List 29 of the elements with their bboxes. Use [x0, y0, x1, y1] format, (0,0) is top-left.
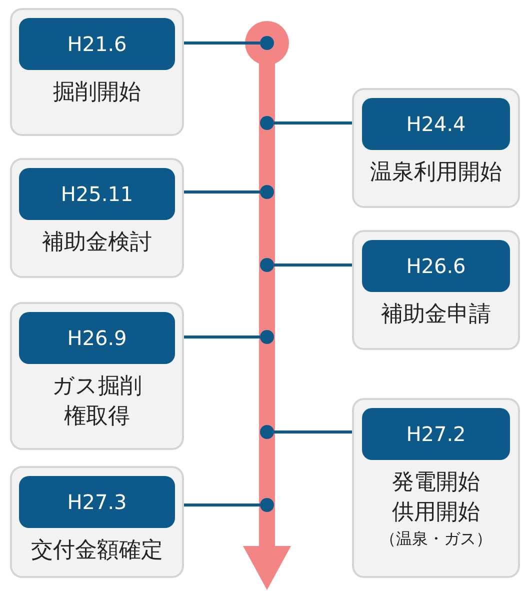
event-text: 補助金申請 [381, 301, 491, 329]
event-card [10, 158, 184, 278]
event-text: 発電開始供用開始 [392, 469, 480, 527]
connector-line [274, 264, 352, 266]
connector-line [274, 430, 352, 434]
event-text: 掘削開始 [53, 79, 141, 107]
event-note: （温泉・ガス） [380, 528, 492, 550]
date-label: H27.3 [19, 476, 175, 528]
date-label: H27.2 [362, 408, 510, 460]
date-label: H25.11 [19, 168, 175, 220]
date-label: H26.9 [19, 312, 175, 364]
event-card [352, 398, 520, 578]
date-label: H24.4 [362, 98, 510, 150]
connector-line [184, 190, 260, 194]
event-card [352, 230, 520, 350]
event-text: 温泉利用開始 [370, 159, 502, 187]
event-card [10, 8, 184, 136]
event-card [10, 302, 184, 450]
event-text: 交付金額確定 [31, 537, 163, 565]
event-card [10, 466, 184, 578]
event-text: ガス掘削権取得 [51, 373, 143, 431]
event-text: 補助金検討 [42, 229, 152, 257]
connector-line [184, 336, 260, 338]
date-label: H26.6 [362, 240, 510, 292]
date-label: H21.6 [19, 18, 175, 70]
connector-line [184, 42, 260, 44]
connector-line [274, 122, 352, 124]
connector-line [184, 504, 260, 506]
event-card [352, 88, 520, 208]
